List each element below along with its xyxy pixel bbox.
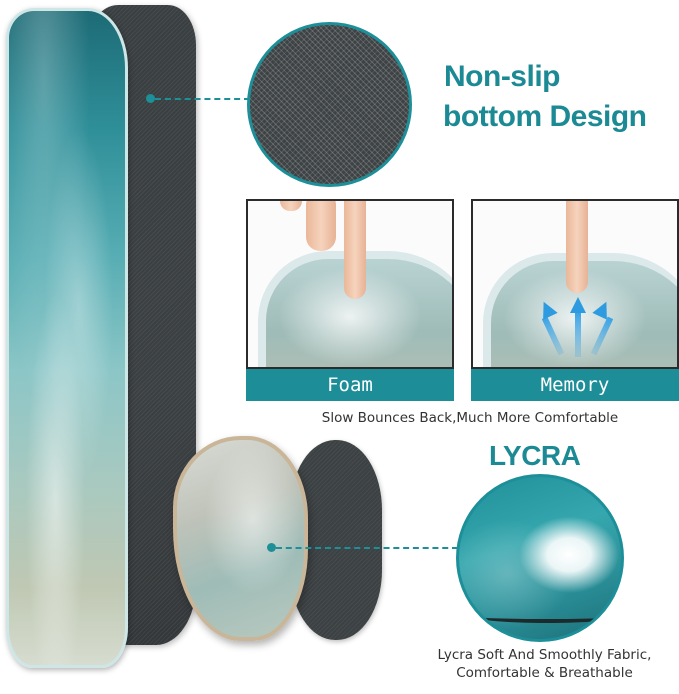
lycra-heading: LYCRA [489, 440, 581, 471]
pressing-finger-icon [344, 201, 366, 299]
finger-icon [280, 201, 302, 211]
nonslip-fabric-zoom [247, 22, 412, 187]
memory-foam-caption: Slow Bounces Back,Much More Comfortable [321, 410, 619, 426]
keyboard-wrist-rest-top [6, 8, 128, 668]
nonslip-heading-line1: Non-slip [444, 60, 561, 93]
mouse-wrist-rest-top [173, 436, 308, 641]
lycra-fabric-zoom [456, 474, 624, 642]
foam-demo-panel [246, 199, 454, 369]
pressing-finger-icon [566, 201, 588, 293]
callout-dot-nonslip [146, 94, 155, 103]
callout-line-lycra [276, 547, 458, 549]
callout-dot-lycra [267, 543, 276, 552]
nonslip-heading-line2: bottom Design [443, 100, 647, 133]
rebound-arrow-icon [570, 297, 586, 313]
foam-label: Foam [246, 369, 454, 401]
finger-icon [306, 201, 336, 251]
rebound-arrow-stem [575, 313, 581, 357]
lycra-caption-line2: Comfortable & Breathable [456, 665, 633, 681]
memory-demo-panel [471, 199, 679, 369]
lycra-caption-line1: Lycra Soft And Smoothly Fabric, [437, 647, 652, 663]
lycra-edge-detail [477, 611, 617, 623]
callout-line-nonslip [155, 98, 250, 100]
memory-label: Memory [471, 369, 679, 401]
